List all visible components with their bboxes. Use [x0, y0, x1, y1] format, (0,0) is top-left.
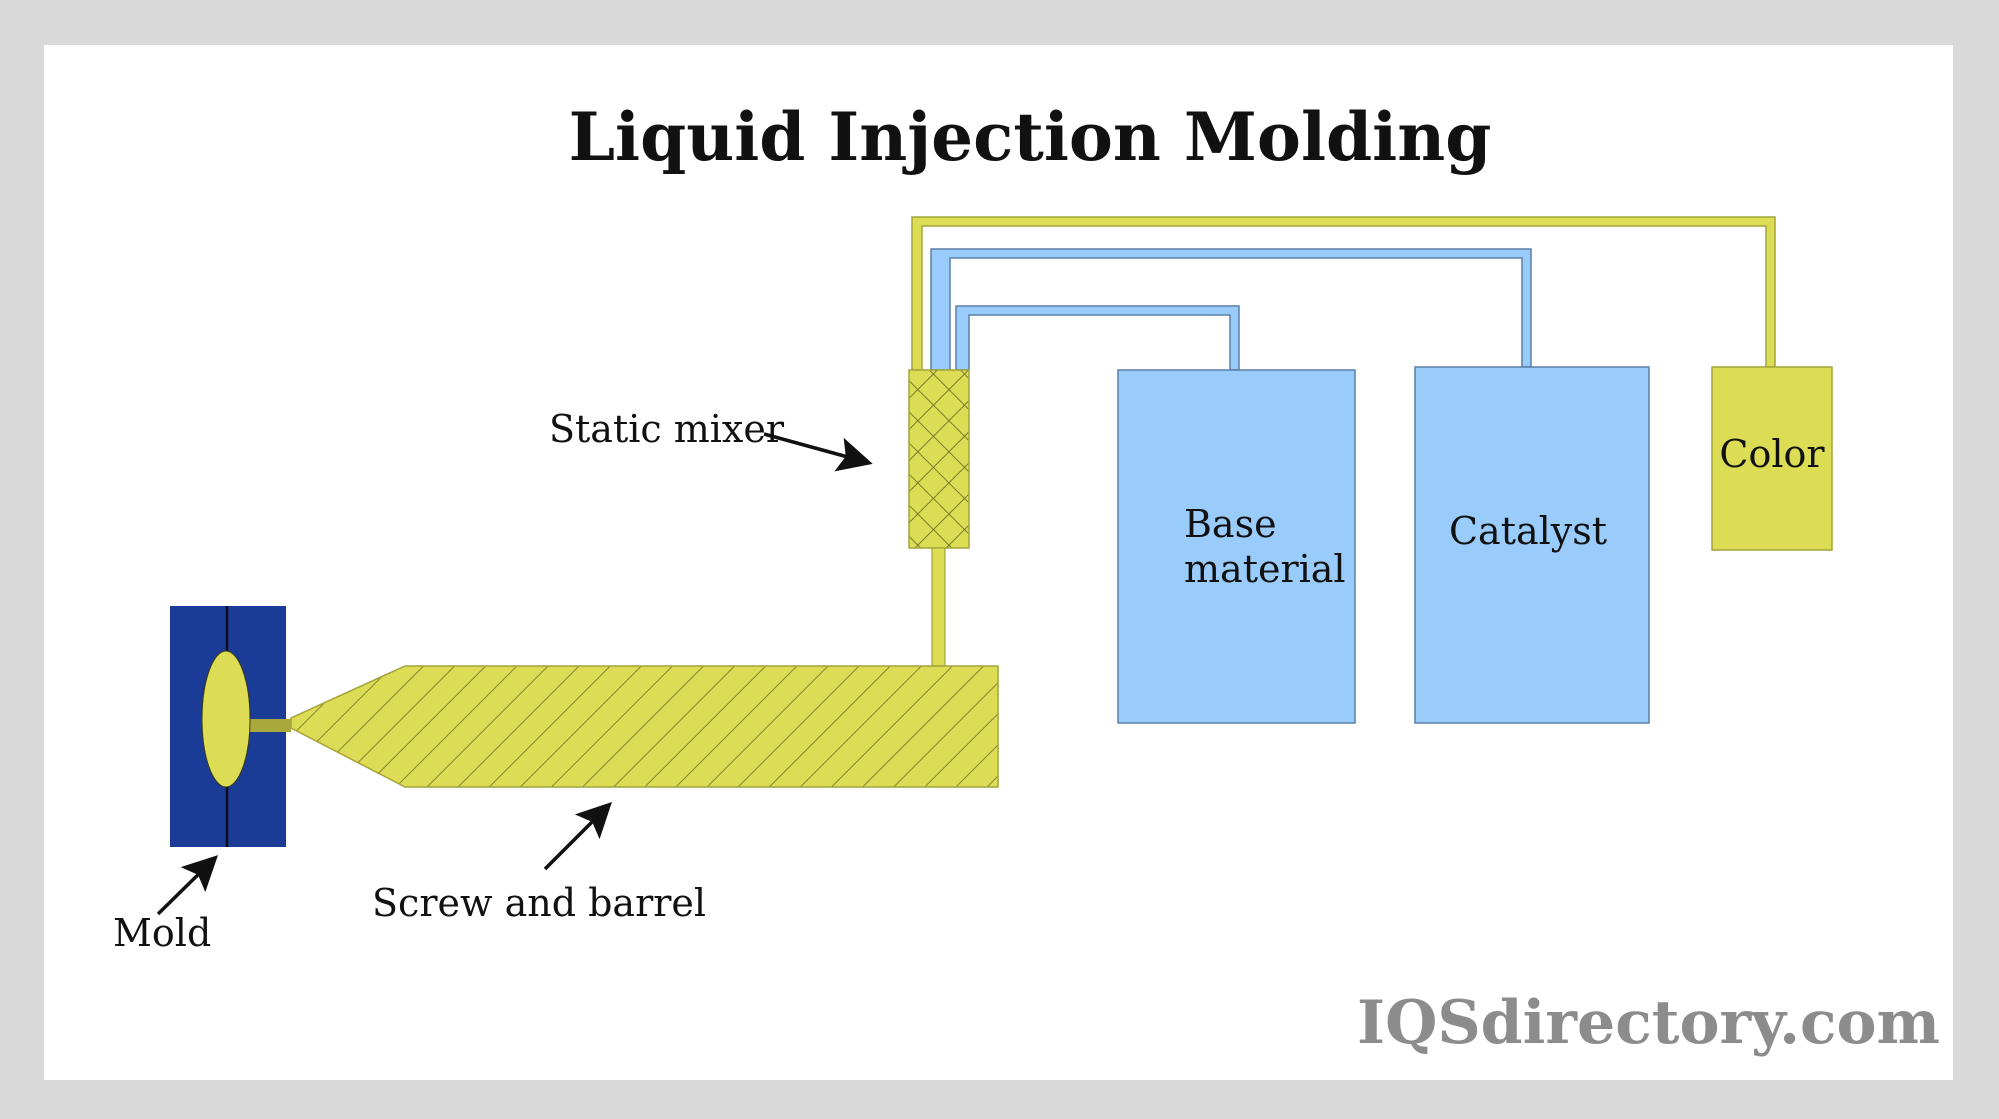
static-mixer-arrow	[763, 432, 873, 472]
diagram-title: Liquid Injection Molding	[569, 98, 1492, 176]
watermark-logo: IQSdirectory.com	[1357, 988, 1940, 1058]
catalyst-label: Catalyst	[1449, 509, 1607, 553]
base-material-pipe	[955, 305, 1240, 371]
screw-and-barrel-label: Screw and barrel	[372, 881, 706, 925]
color-tank	[1711, 366, 1833, 551]
mold-arrow	[156, 855, 218, 916]
nozzle	[250, 719, 291, 732]
static-mixer	[908, 369, 970, 549]
screw-and-barrel-arrow	[543, 802, 612, 871]
mold-cavity	[201, 650, 251, 788]
static-mixer-label: Static mixer	[549, 407, 785, 451]
screw-and-barrel	[290, 665, 999, 788]
catalyst-tank	[1414, 366, 1650, 724]
base-material-tank	[1117, 369, 1356, 724]
color-pipe	[911, 216, 1776, 371]
color-label: Color	[1719, 432, 1825, 476]
base-material-label-line1: Base	[1184, 502, 1277, 546]
mold-label: Mold	[113, 911, 211, 955]
mixer-feed-pipe	[931, 547, 946, 667]
base-material-label-line2: material	[1184, 547, 1346, 591]
